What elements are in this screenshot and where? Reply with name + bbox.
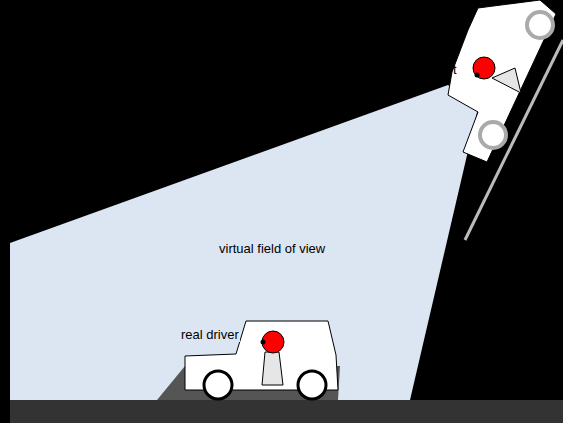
text-label: real driver <box>180 327 240 342</box>
slanted-road <box>465 40 563 240</box>
real-car <box>157 321 340 400</box>
text-label: virtual field of view <box>218 241 326 256</box>
field-of-view <box>10 85 478 400</box>
text-label: t <box>452 62 458 77</box>
ground <box>10 400 563 423</box>
tilted-car <box>448 0 556 162</box>
